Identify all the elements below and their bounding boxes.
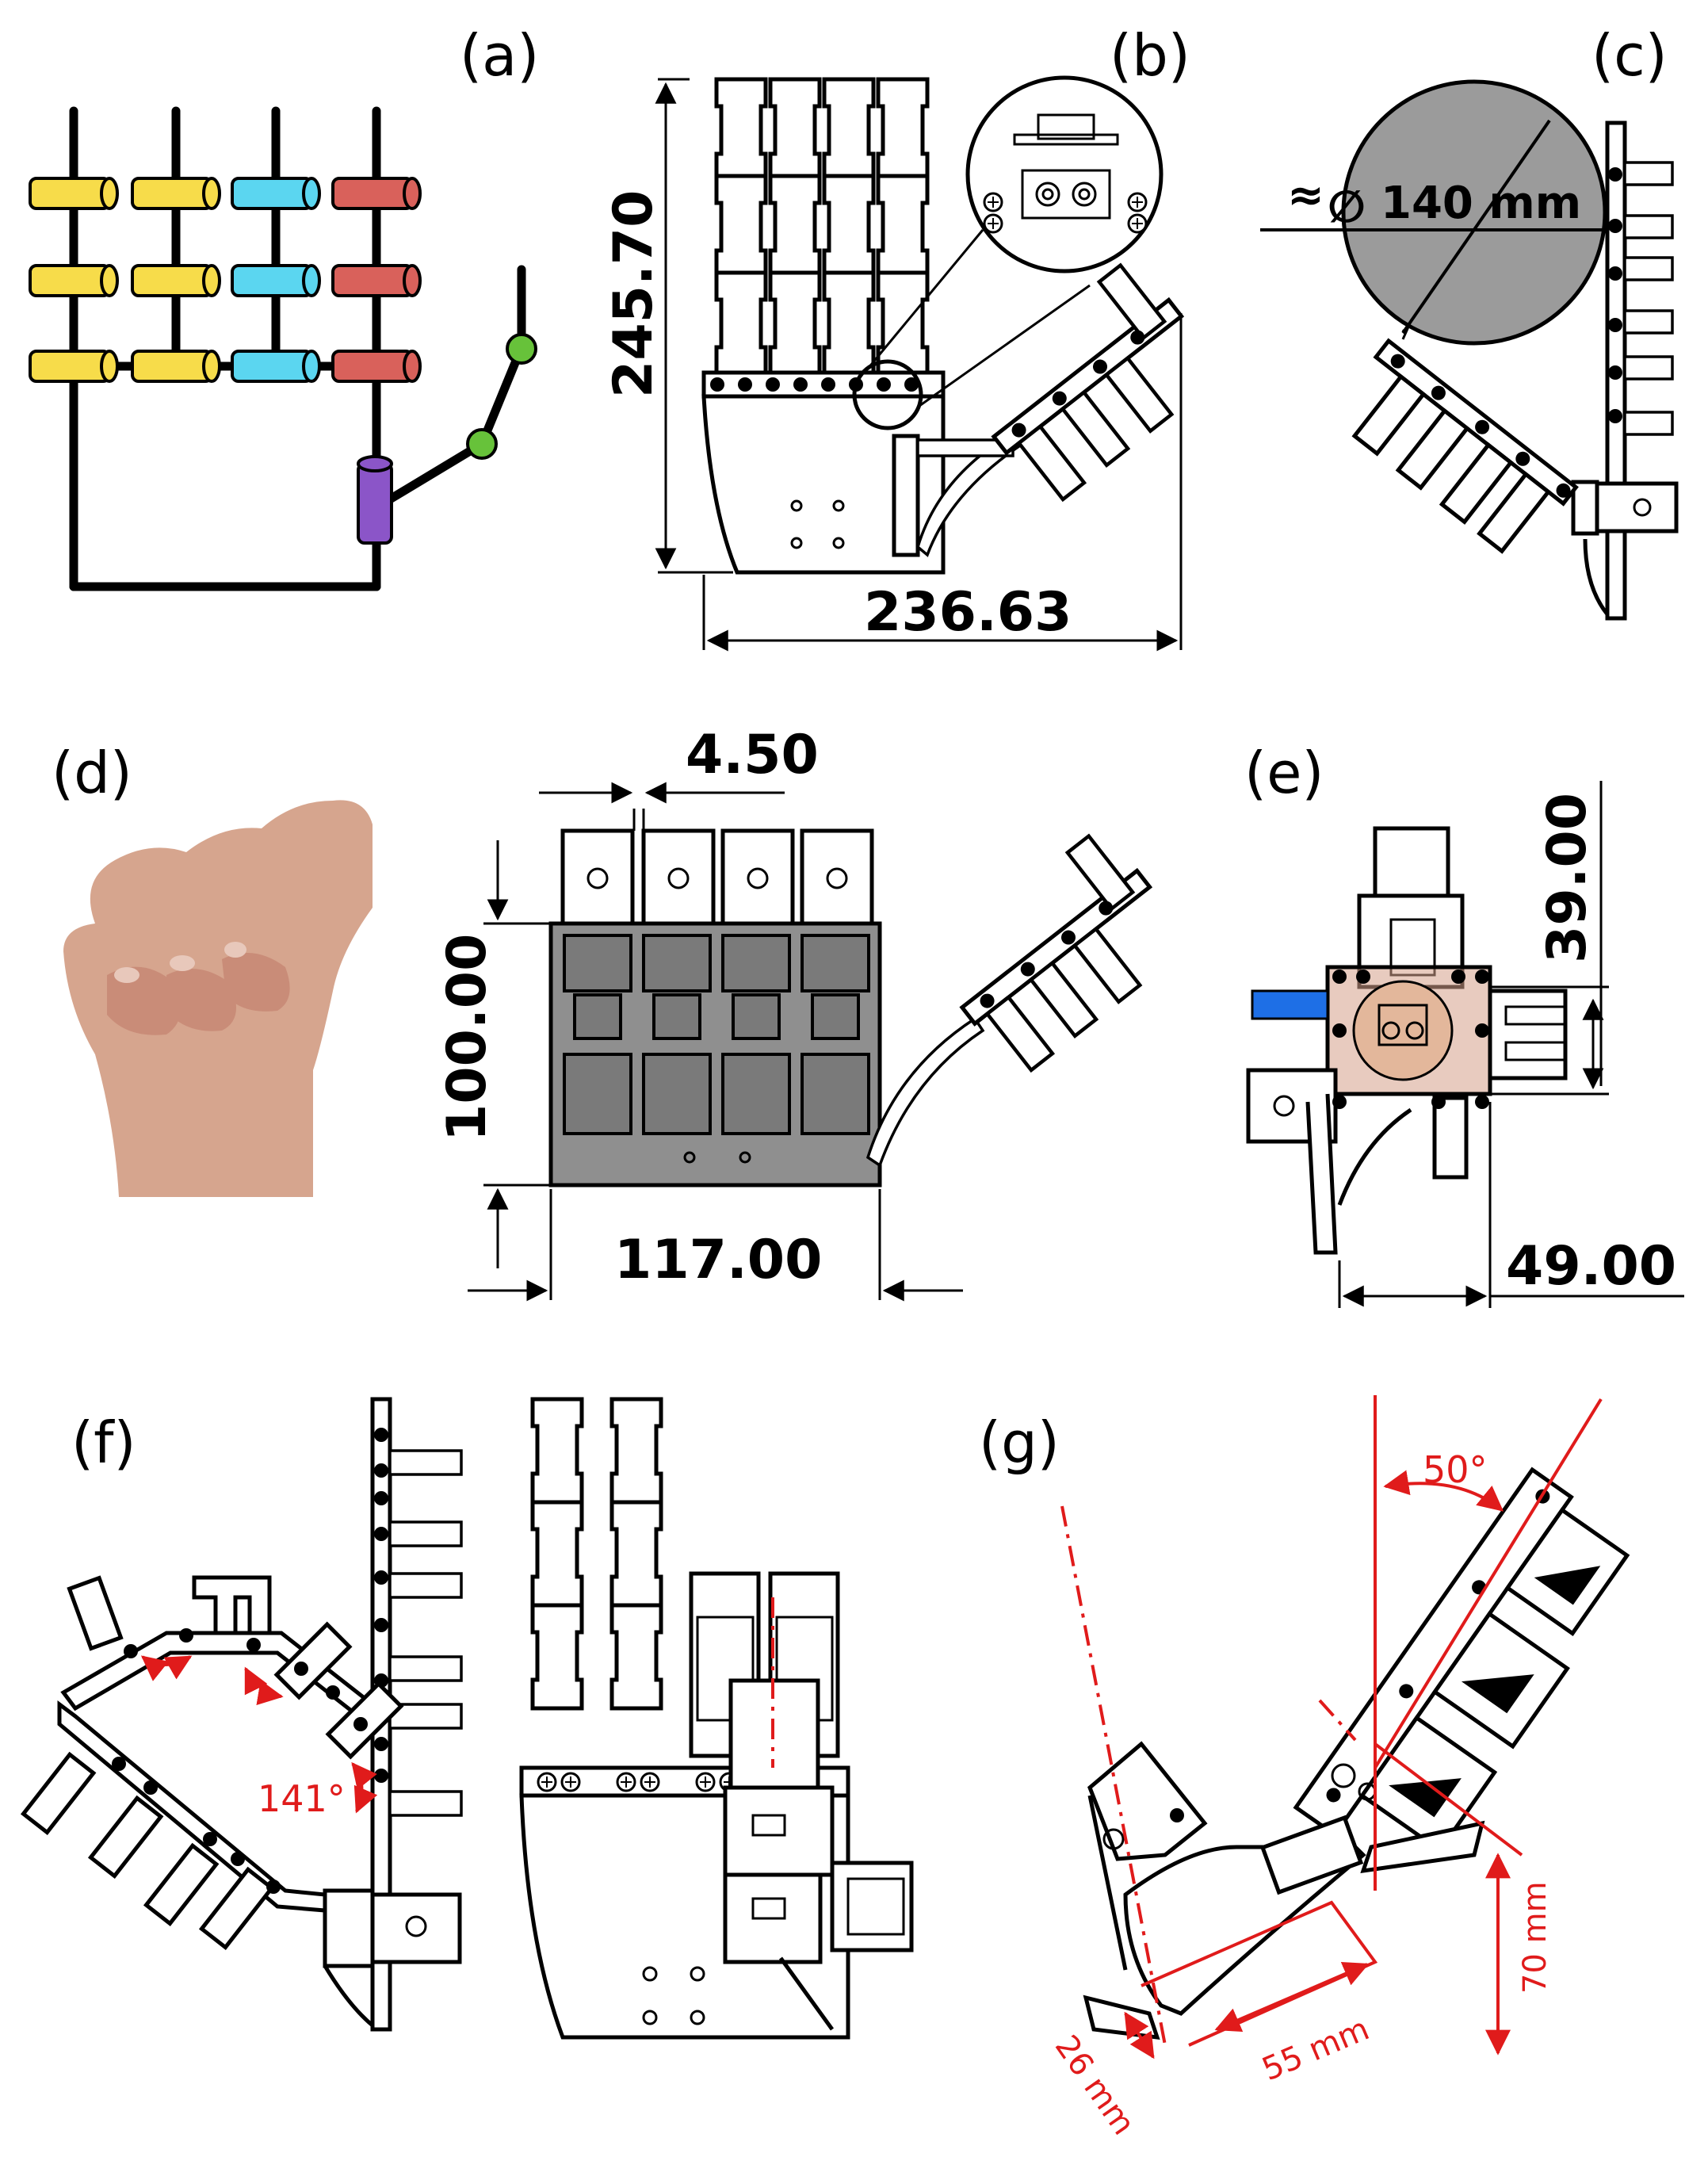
grasp-object: [1341, 79, 1607, 346]
joint-ring-1: [231, 177, 321, 210]
panel-label-b: (b): [1110, 22, 1190, 89]
thumb-angle-view-f: 141°: [20, 1397, 463, 2032]
dim-height-d: 100.00: [436, 934, 499, 1142]
blue-actuator: [1251, 989, 1329, 1020]
panel-label-c: (c): [1591, 22, 1668, 89]
hand-front-folded-view: [519, 1399, 914, 2040]
dim-width-e: 49.00: [1506, 1235, 1676, 1298]
panel-label-a: (a): [460, 22, 539, 89]
angle-label-g: 50°: [1423, 1448, 1488, 1491]
dim-diameter-c: 140 mm: [1381, 178, 1581, 229]
dim-width-d: 117.00: [614, 1229, 822, 1291]
dim-26: 26 mm: [1048, 2029, 1142, 2141]
hand-side-view-c: ≈ ∅ 140 mm: [1260, 79, 1679, 621]
hand-front-view-b: 245.70 236.63: [602, 75, 1185, 652]
dim-width-b: 236.63: [864, 581, 1072, 644]
hand-top-view-e: 39.00 49.00: [1246, 781, 1684, 1308]
joint-little-1: [331, 177, 422, 210]
panel-label-e: (e): [1244, 740, 1324, 806]
human-fist-photo: [63, 800, 373, 1197]
kinematic-schematic: [29, 106, 537, 591]
hand-grasp-view-d: 4.50 100.00 117.00: [436, 724, 1153, 1302]
dim-height-e: 39.00: [1536, 793, 1599, 963]
dim-55: 55 mm: [1257, 2011, 1374, 2089]
thumb-base-joint: [357, 455, 393, 545]
panel-label-d: (d): [52, 740, 132, 806]
diameter-symbol: ∅: [1328, 182, 1366, 233]
thumb-geometry-view-g: 50° 70 mm 55 mm 26 mm: [1048, 1395, 1630, 2142]
thumb-joint-2: [506, 333, 537, 365]
joint-index-1: [29, 177, 119, 210]
dim-slot-d: 4.50: [686, 724, 819, 786]
approx-symbol: ≈: [1287, 170, 1324, 221]
angle-label-f: 141°: [258, 1777, 346, 1820]
panel-label-f: (f): [71, 1409, 136, 1476]
joint-middle-1: [131, 177, 221, 210]
dim-70: 70 mm: [1517, 1881, 1553, 1994]
thumb-joint-1: [466, 428, 498, 460]
panel-label-g: (g): [979, 1409, 1060, 1476]
zoom-detail: [983, 113, 1148, 234]
dim-height-b: 245.70: [602, 190, 665, 398]
